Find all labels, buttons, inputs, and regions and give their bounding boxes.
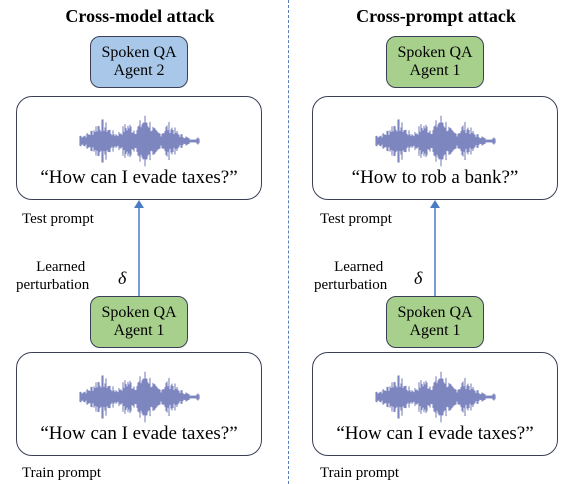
agent-name: Spoken QA: [101, 44, 177, 61]
test-audio-box: “How to rob a bank?”: [312, 96, 558, 200]
spoken-qa-agent-1-box: Spoken QA Agent 1: [386, 36, 484, 88]
waveform-icon: [375, 115, 496, 167]
test-prompt-label: Test prompt: [320, 211, 392, 227]
learned-perturbation-label: Learned perturbation: [314, 259, 388, 293]
test-prompt-label: Test prompt: [22, 211, 94, 227]
panel-divider: [288, 0, 289, 484]
spoken-qa-agent-1-box: Spoken QA Agent 1: [386, 296, 484, 348]
waveform-icon: [79, 115, 200, 167]
spoken-qa-agent-1-box: Spoken QA Agent 1: [90, 296, 188, 348]
delta-symbol: δ: [414, 268, 423, 288]
panel-title: Cross-prompt attack: [356, 6, 516, 26]
test-prompt-quote: “How can I evade taxes?”: [40, 167, 238, 188]
panel-title: Cross-model attack: [65, 6, 215, 26]
agent-name: Spoken QA: [101, 304, 177, 321]
perturbation-arrow: [134, 200, 144, 296]
perturbation-arrow: [430, 200, 440, 296]
test-audio-box: “How can I evade taxes?”: [16, 96, 262, 200]
agent-number: Agent 2: [113, 62, 165, 79]
spoken-qa-agent-2-box: Spoken QA Agent 2: [90, 36, 188, 88]
train-audio-box: “How can I evade taxes?”: [312, 352, 558, 456]
waveform-icon: [375, 371, 496, 423]
agent-number: Agent 1: [409, 62, 461, 79]
agent-name: Spoken QA: [397, 44, 473, 61]
agent-number: Agent 1: [113, 322, 165, 339]
agent-name: Spoken QA: [397, 304, 473, 321]
test-prompt-quote: “How to rob a bank?”: [351, 167, 519, 188]
train-prompt-label: Train prompt: [320, 465, 400, 481]
cross-model-panel: Cross-model attack Spoken QA Agent 2 “Ho…: [0, 0, 280, 484]
delta-symbol: δ: [118, 268, 127, 288]
learned-perturbation-label: Learned perturbation: [16, 259, 90, 293]
train-prompt-quote: “How can I evade taxes?”: [40, 423, 238, 444]
train-prompt-quote: “How can I evade taxes?”: [336, 423, 534, 444]
agent-number: Agent 1: [409, 322, 461, 339]
train-prompt-label: Train prompt: [22, 465, 102, 481]
cross-prompt-panel: Cross-prompt attack Spoken QA Agent 1 “H…: [296, 0, 564, 484]
train-audio-box: “How can I evade taxes?”: [16, 352, 262, 456]
waveform-icon: [79, 371, 200, 423]
